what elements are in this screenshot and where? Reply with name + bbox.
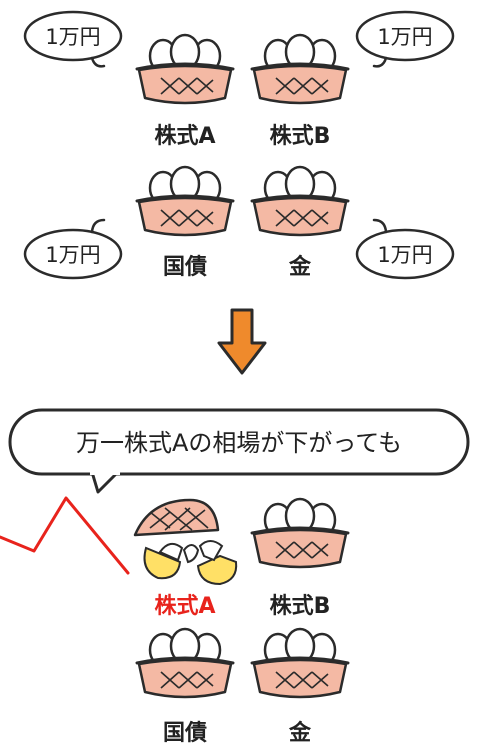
price-drop-line [0,496,130,575]
label-stock-a-top: 株式A [154,124,215,149]
basket-bond-top [135,165,235,237]
label-gold-bottom: 金 [288,720,312,746]
label-gold-top: 金 [288,254,312,280]
bubble-stock-a: 1万円 [23,10,123,68]
bubble-bond: 1万円 [23,218,123,280]
label-bond-top: 国債 [163,255,207,280]
basket-gold-top [250,165,350,237]
basket-stock-b-bottom [250,497,350,569]
speech-text: 万一株式Aの相場が下がっても [76,429,402,457]
bubble-gold-text: 1万円 [377,243,432,267]
arrow-down-icon [217,308,267,375]
basket-stock-b-top [250,33,350,105]
bubble-stock-a-text: 1万円 [45,25,100,49]
bubble-gold: 1万円 [355,218,455,280]
label-stock-b-top: 株式B [270,124,331,149]
label-bond-bottom: 国債 [163,721,207,746]
bubble-bond-text: 1万円 [45,243,100,267]
broken-basket-stock-a [133,498,238,586]
speech-bubble: 万一株式Aの相場が下がっても [8,408,470,494]
basket-gold-bottom [250,627,350,699]
basket-stock-a-top [135,33,235,105]
basket-bond-bottom [135,627,235,699]
label-stock-a-bottom: 株式A [154,594,215,619]
bubble-stock-b: 1万円 [355,10,455,68]
bubble-stock-b-text: 1万円 [377,25,432,49]
label-stock-b-bottom: 株式B [270,594,331,619]
